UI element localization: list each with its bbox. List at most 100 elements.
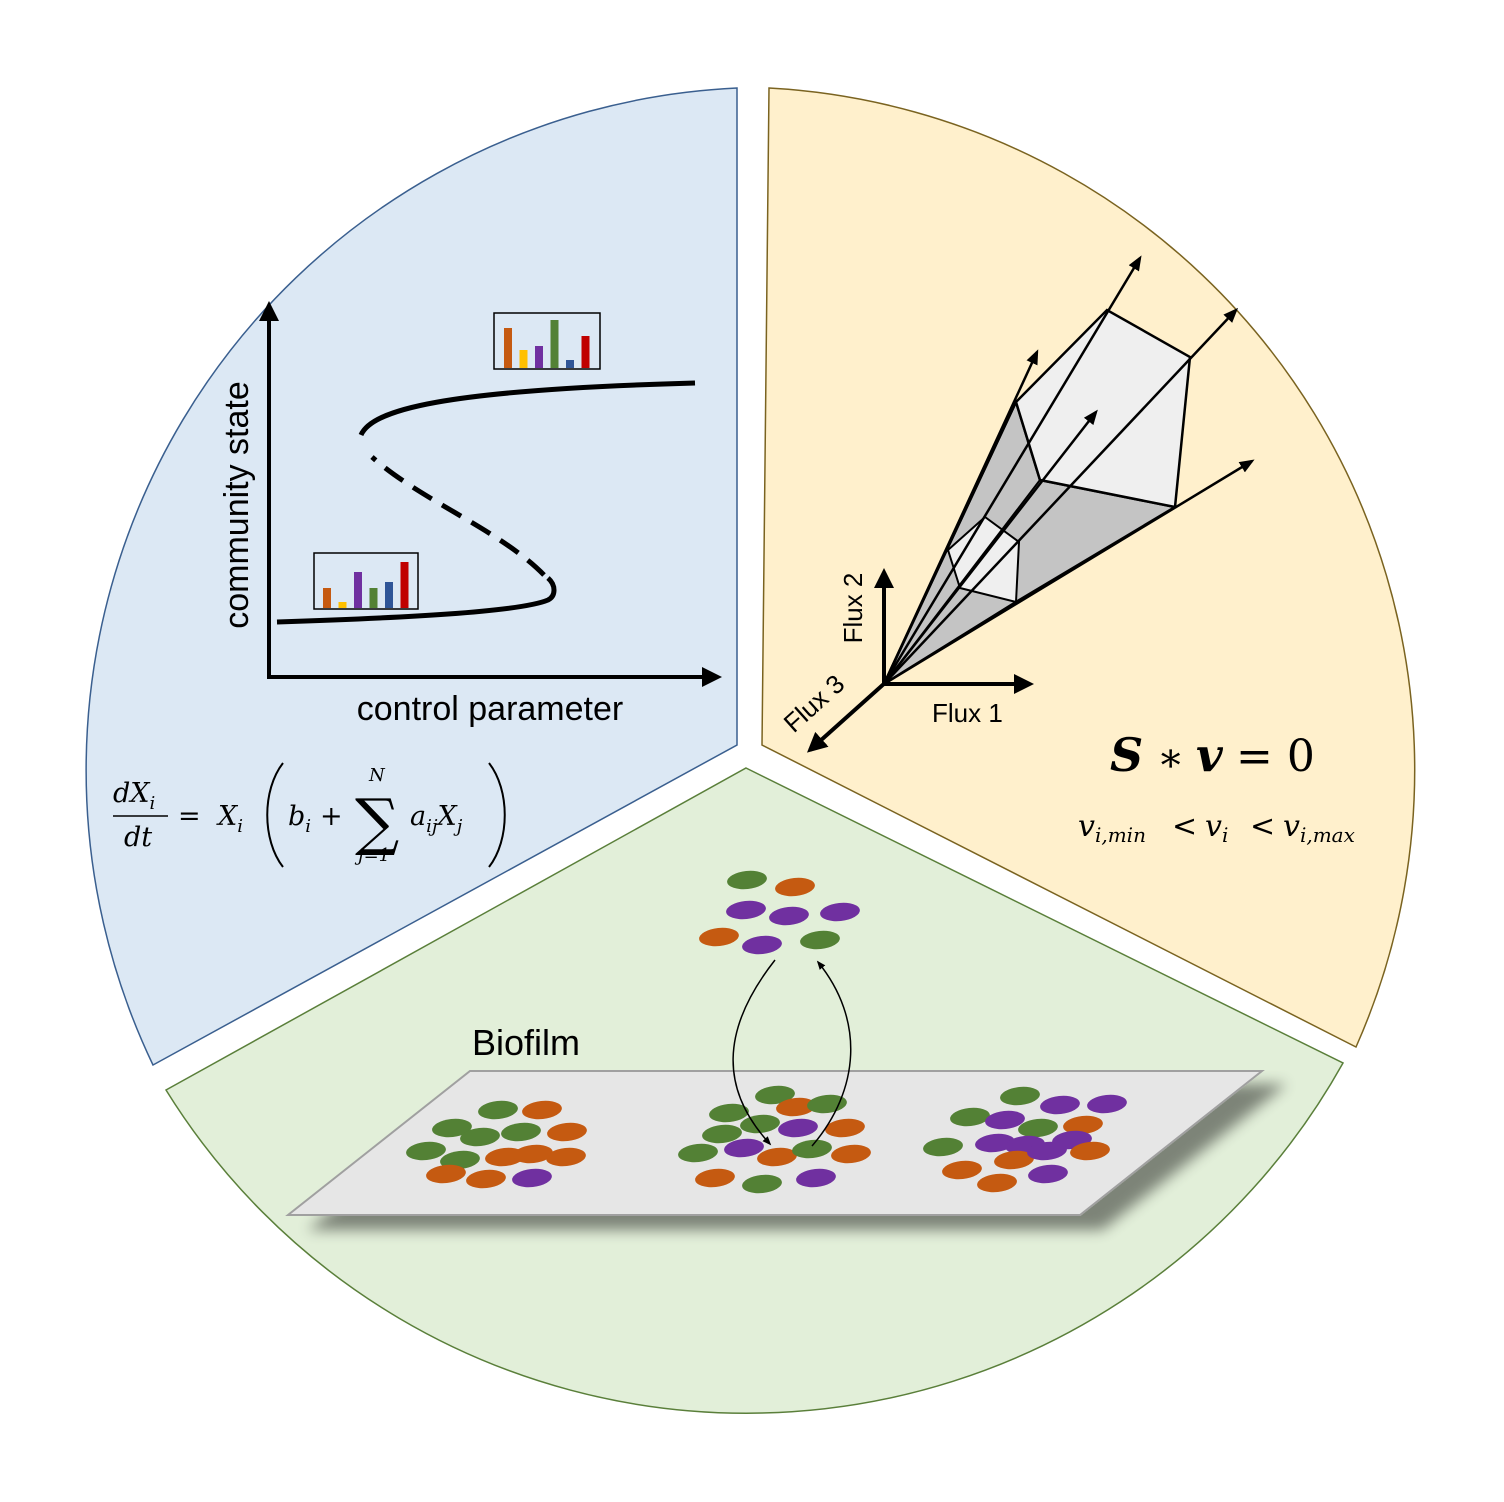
svg-text:dXi: dXi <box>113 778 155 814</box>
composition-bar <box>338 602 347 608</box>
flux2-label: Flux 2 <box>838 573 868 644</box>
bacterium-cell <box>1027 1141 1067 1161</box>
bacterium-cell <box>740 1114 780 1134</box>
composition-bar <box>535 346 543 368</box>
bacterium-cell <box>985 1110 1025 1130</box>
bacterium-cell <box>757 1147 797 1167</box>
bacterium-cell <box>727 870 767 890</box>
bacterium-cell <box>709 1103 749 1123</box>
inset-frame <box>493 312 601 370</box>
extreme-ray <box>883 459 1255 686</box>
bacterium-cell <box>792 1139 832 1159</box>
bacterium-cell <box>440 1150 480 1170</box>
extreme-ray <box>883 409 1098 685</box>
svg-text:aijXj: aijXj <box>410 801 463 837</box>
svg-text:vi,min: vi,min <box>1078 809 1146 847</box>
svg-text:vi,max: vi,max <box>1283 809 1355 847</box>
bacterium-cell <box>775 877 815 897</box>
bacterium-cell <box>950 1107 990 1127</box>
bacterium-cell <box>406 1141 446 1161</box>
x-axis-label: control parameter <box>357 690 623 728</box>
flux-cone <box>881 255 1255 688</box>
bacterium-cell <box>1018 1118 1058 1138</box>
bacterium-cell <box>831 1144 871 1164</box>
bacterium-cell <box>466 1169 506 1189</box>
upper-state-composition <box>493 312 601 370</box>
lotka-volterra-equation: dXi dt = Xi bi + N ∑ j=1 aijXj <box>113 762 506 868</box>
svg-text:Xi: Xi <box>216 801 243 837</box>
composition-bar <box>504 328 512 368</box>
svg-text:S: S <box>1110 728 1143 782</box>
bacterium-cell <box>820 902 860 922</box>
svg-text:<: < <box>1172 809 1197 844</box>
composition-bar <box>369 588 378 608</box>
bacterium-cell <box>695 1168 735 1188</box>
svg-text:∗: ∗ <box>1157 735 1184 781</box>
bacterium-cell <box>825 1118 865 1138</box>
flux-balance-sector: Flux 1 Flux 2 Flux 3 S ∗ v = 0 vi,min < … <box>761 87 1416 1049</box>
bacterium-cell <box>1063 1115 1103 1135</box>
composition-bar <box>400 562 409 608</box>
svg-text:∑: ∑ <box>355 785 399 858</box>
svg-text:j=1: j=1 <box>354 845 390 866</box>
bacterium-cell <box>778 1118 818 1138</box>
bacterium-cell <box>742 1174 782 1194</box>
svg-text:=: = <box>178 801 201 832</box>
bacterium-cell <box>726 900 766 920</box>
attachment-arrow <box>732 959 776 1146</box>
y-axis-label: community state <box>218 381 256 629</box>
stable-branch-lower <box>276 576 557 625</box>
bacterium-cell <box>1000 1086 1040 1106</box>
biofilm-sector: Biofilm <box>164 767 1345 1414</box>
bacterium-cell <box>975 1133 1015 1153</box>
svg-text:dt: dt <box>124 822 152 853</box>
bacterium-cell <box>977 1173 1017 1193</box>
bacterium-cell <box>501 1122 541 1142</box>
composition-bar <box>354 572 362 608</box>
steady-state-equation: S ∗ v = 0 <box>1110 728 1315 782</box>
bacterium-cell <box>699 927 739 947</box>
extreme-ray <box>882 255 1142 685</box>
dynamics-sector: community state control parameter dXi dt… <box>85 87 738 1067</box>
svg-text:bi: bi <box>288 801 311 837</box>
yellow-sector-background <box>761 87 1416 1049</box>
bacterium-cell <box>724 1138 764 1158</box>
composition-bar <box>385 582 393 608</box>
composition-bar <box>323 588 331 608</box>
bacterium-cell <box>942 1160 982 1180</box>
svg-text:N: N <box>368 765 386 786</box>
bacterium-cell <box>1040 1095 1080 1115</box>
bacterium-cell <box>923 1137 963 1157</box>
biofilm-label: Biofilm <box>472 1022 580 1063</box>
bacterium-cell <box>547 1122 587 1142</box>
extreme-ray <box>882 349 1039 685</box>
composition-bar <box>581 336 590 368</box>
bacterium-cell <box>769 906 809 926</box>
bacterium-cell <box>1070 1141 1110 1161</box>
bacterium-cell <box>742 935 782 955</box>
composition-bar <box>566 360 574 368</box>
extreme-ray <box>883 307 1239 685</box>
bacterium-cell <box>1087 1094 1127 1114</box>
detachment-arrow <box>811 960 852 1147</box>
unstable-branch <box>370 455 546 577</box>
svg-text:+: + <box>320 801 343 832</box>
bacterium-cell <box>432 1118 472 1138</box>
bacterium-cell <box>755 1085 795 1105</box>
bacterium-cell <box>796 1168 836 1188</box>
flux-bounds-constraint: vi,min < vi < vi,max <box>1078 809 1355 847</box>
bacterium-cell <box>478 1100 518 1120</box>
bacterium-cell <box>1028 1164 1068 1184</box>
bacterium-cell <box>678 1143 718 1163</box>
bacterium-cell <box>994 1150 1034 1170</box>
blue-sector-background <box>85 87 738 1067</box>
inset-frame <box>313 552 419 610</box>
composition-bar <box>519 350 528 368</box>
svg-text:vi: vi <box>1205 809 1228 847</box>
bacterium-cell <box>546 1147 586 1167</box>
flux3-axis <box>807 680 888 753</box>
bacterium-cell <box>702 1124 742 1144</box>
composition-bar <box>550 320 559 368</box>
bacterium-cell <box>426 1164 466 1184</box>
